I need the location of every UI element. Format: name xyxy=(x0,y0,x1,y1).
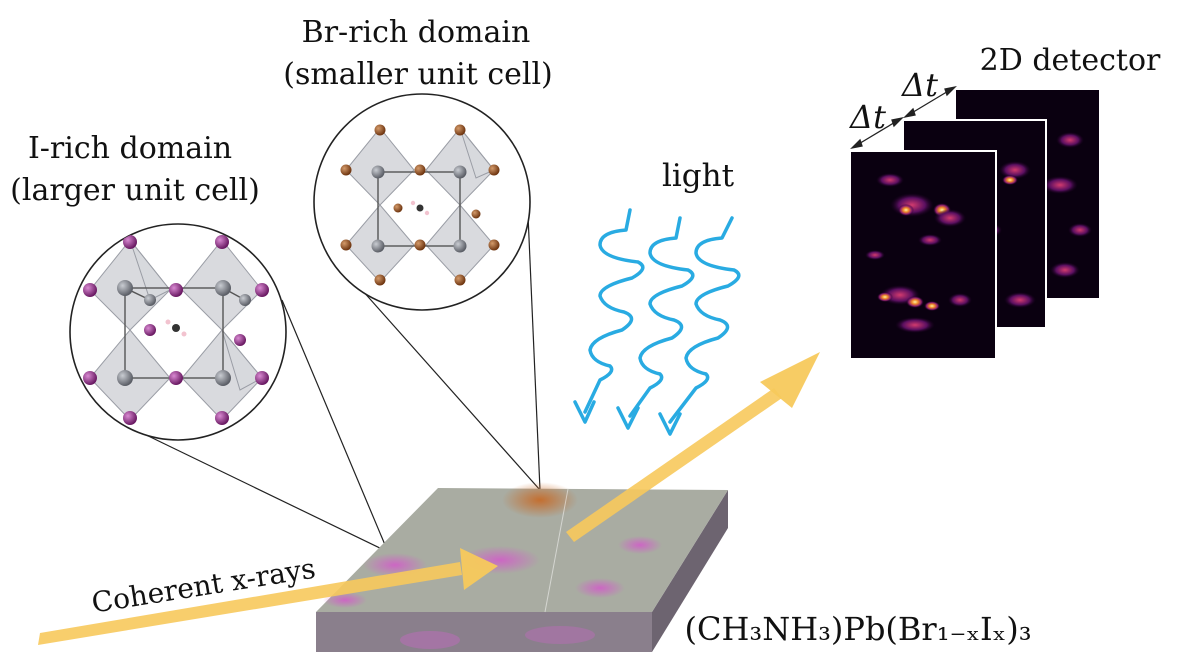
zoom-line-i-left xyxy=(139,431,389,553)
slab-front-face xyxy=(316,612,652,652)
formula-label: (CH₃NH₃)Pb(Br₁₋ₓIₓ)₃ xyxy=(684,610,1031,648)
zoom-line-br-left xyxy=(361,289,541,491)
slab-side-face xyxy=(652,490,728,652)
xray-beam-diffracted xyxy=(566,352,820,542)
light-wave-3 xyxy=(658,216,741,436)
zoom-line-br-right xyxy=(527,214,541,491)
light-waves xyxy=(573,208,741,436)
detector-label: 2D detector xyxy=(980,43,1161,78)
i-domain-subtitle: (larger unit cell) xyxy=(10,173,260,208)
detector-frame-front xyxy=(849,150,997,360)
delta-t-label-2: Δt xyxy=(900,66,938,104)
light-wave-1 xyxy=(573,208,645,424)
zoom-line-i-right xyxy=(281,299,389,553)
br-domain-subtitle: (smaller unit cell) xyxy=(283,57,553,92)
sample-slab xyxy=(316,482,728,652)
i-rich-atoms xyxy=(83,235,269,425)
xray-beam-incident xyxy=(38,548,498,645)
br-rich-inset xyxy=(313,93,531,311)
light-label: light xyxy=(662,158,735,194)
detector-stack xyxy=(849,85,1099,360)
br-rich-atoms xyxy=(340,124,500,286)
light-wave-2 xyxy=(616,216,695,430)
i-rich-inset xyxy=(69,223,287,441)
i-domain-title: I-rich domain xyxy=(28,131,232,166)
delta-t-label-1: Δt xyxy=(848,98,886,136)
br-domain-title: Br-rich domain xyxy=(302,15,531,50)
delta-t-arrows xyxy=(850,85,957,150)
